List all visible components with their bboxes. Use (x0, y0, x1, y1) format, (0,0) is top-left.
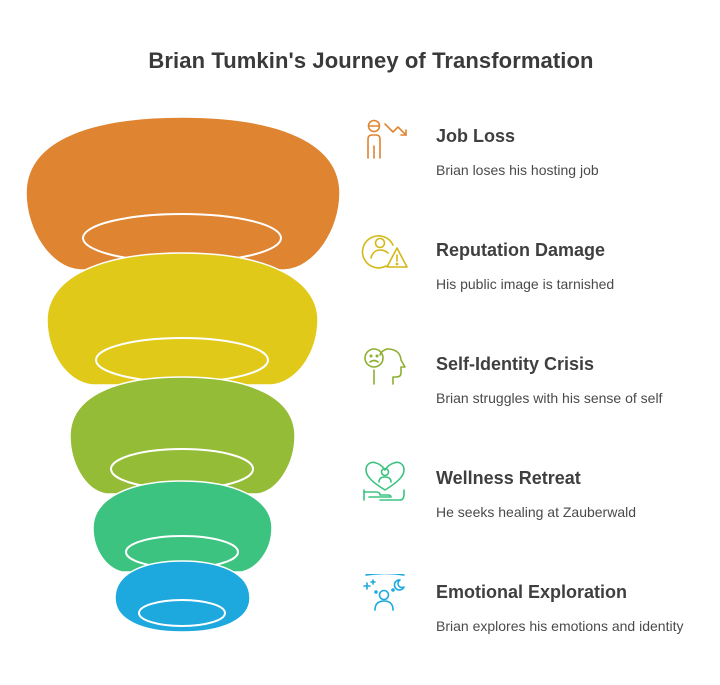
person-down-arrow-icon (360, 118, 412, 170)
step-title: Job Loss (436, 126, 516, 146)
step-job-loss: Job Loss Brian loses his hosting job (360, 118, 720, 198)
step-description: Brian struggles with his sense of self (436, 390, 663, 406)
step-description: His public image is tarnished (436, 276, 615, 292)
person-warning-icon (360, 232, 412, 284)
funnel-layer-emotional-exploration (114, 560, 251, 633)
step-description: Brian explores his emotions and identity (436, 618, 684, 634)
step-title: Wellness Retreat (436, 468, 581, 488)
step-title: Reputation Damage (436, 240, 606, 260)
page-title: Brian Tumkin's Journey of Transformation (148, 48, 594, 73)
step-description: He seeks healing at Zauberwald (436, 504, 637, 520)
heart-hand-icon (360, 460, 412, 512)
step-title: Emotional Exploration (436, 582, 628, 602)
step-title: Self-Identity Crisis (436, 354, 595, 374)
person-sparkles-icon (360, 574, 412, 626)
step-description: Brian loses his hosting job (436, 162, 599, 178)
funnel-layer-reputation-damage (46, 252, 319, 386)
step-wellness-retreat: Wellness Retreat He seeks healing at Zau… (360, 460, 720, 540)
step-reputation-damage: Reputation Damage His public image is ta… (360, 232, 720, 312)
step-emotional-exploration: Emotional Exploration Brian explores his… (360, 574, 720, 654)
funnel-diagram (25, 116, 341, 633)
funnel-layer-self-identity-crisis (69, 376, 296, 495)
sad-head-icon (360, 346, 412, 398)
funnel-layer-wellness-retreat (92, 480, 273, 573)
step-self-identity-crisis: Self-Identity Crisis Brian struggles wit… (360, 346, 720, 426)
funnel-layer-job-loss (25, 116, 341, 271)
